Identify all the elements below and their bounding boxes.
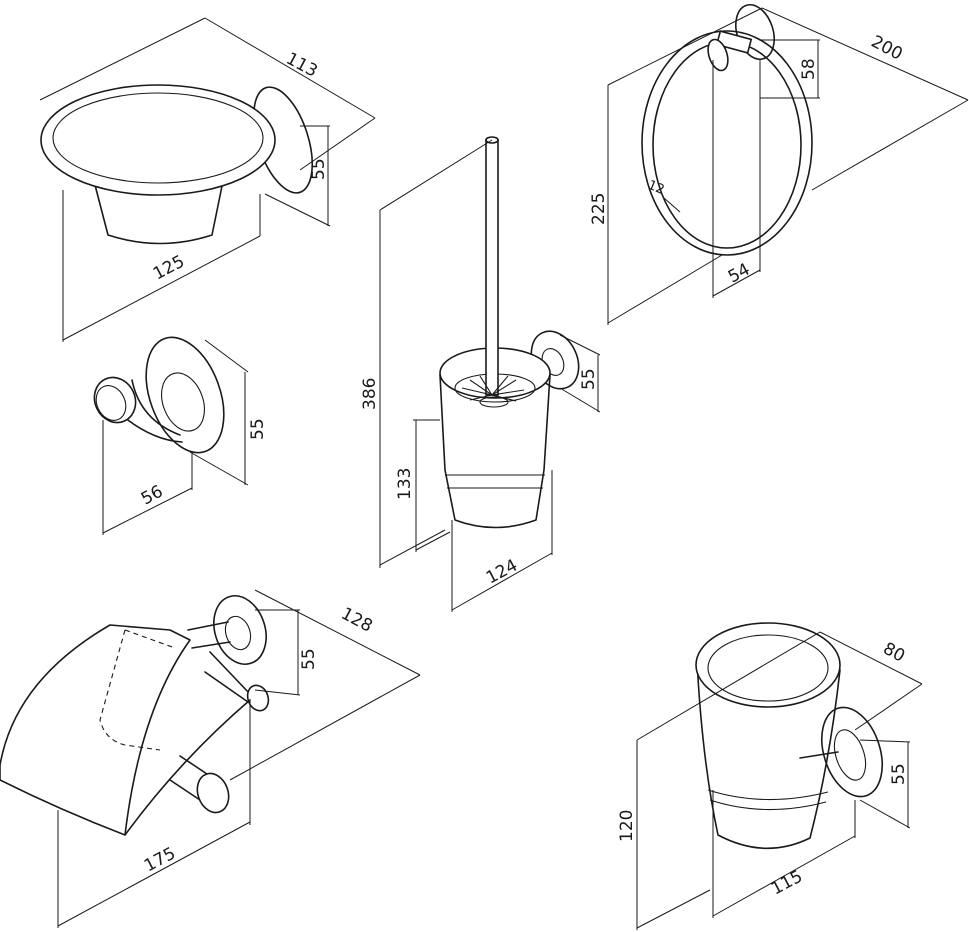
towel-ring-mount-height-label: 58 xyxy=(799,58,819,80)
brush-cup-height-label: 133 xyxy=(395,468,415,500)
towel-ring-height-label: 225 xyxy=(589,193,609,225)
brush-wall-height-label: 55 xyxy=(579,368,599,390)
towel-ring-offset-label: 12 xyxy=(646,178,667,198)
hook-drawing xyxy=(93,336,249,535)
tumbler-cup-height-label: 120 xyxy=(617,810,637,842)
tumbler-width-label: 115 xyxy=(768,867,806,900)
tumbler-height-label: 55 xyxy=(889,763,909,785)
tumbler-drawing xyxy=(636,622,923,930)
paper-holder-depth-label: 128 xyxy=(338,604,376,637)
brush-total-height-label: 386 xyxy=(360,378,380,410)
towel-ring-depth-label: 54 xyxy=(725,260,753,288)
hook-depth-label: 56 xyxy=(138,482,166,510)
paper-holder-drawing xyxy=(0,589,421,928)
paper-holder-height-label: 55 xyxy=(299,648,319,670)
soap-dish-depth-label: 113 xyxy=(283,49,321,82)
soap-dish-width-label: 125 xyxy=(150,252,188,285)
toilet-brush-drawing xyxy=(379,136,601,612)
brush-width-label: 124 xyxy=(483,556,521,589)
paper-holder-width-label: 175 xyxy=(141,844,179,877)
towel-ring-drawing xyxy=(607,3,969,325)
soap-dish-drawing xyxy=(39,17,376,342)
hook-height-label: 55 xyxy=(248,418,268,440)
soap-dish-height-label: 55 xyxy=(309,158,329,180)
tumbler-depth-label: 80 xyxy=(880,639,908,667)
towel-ring-width-label: 200 xyxy=(868,32,906,65)
